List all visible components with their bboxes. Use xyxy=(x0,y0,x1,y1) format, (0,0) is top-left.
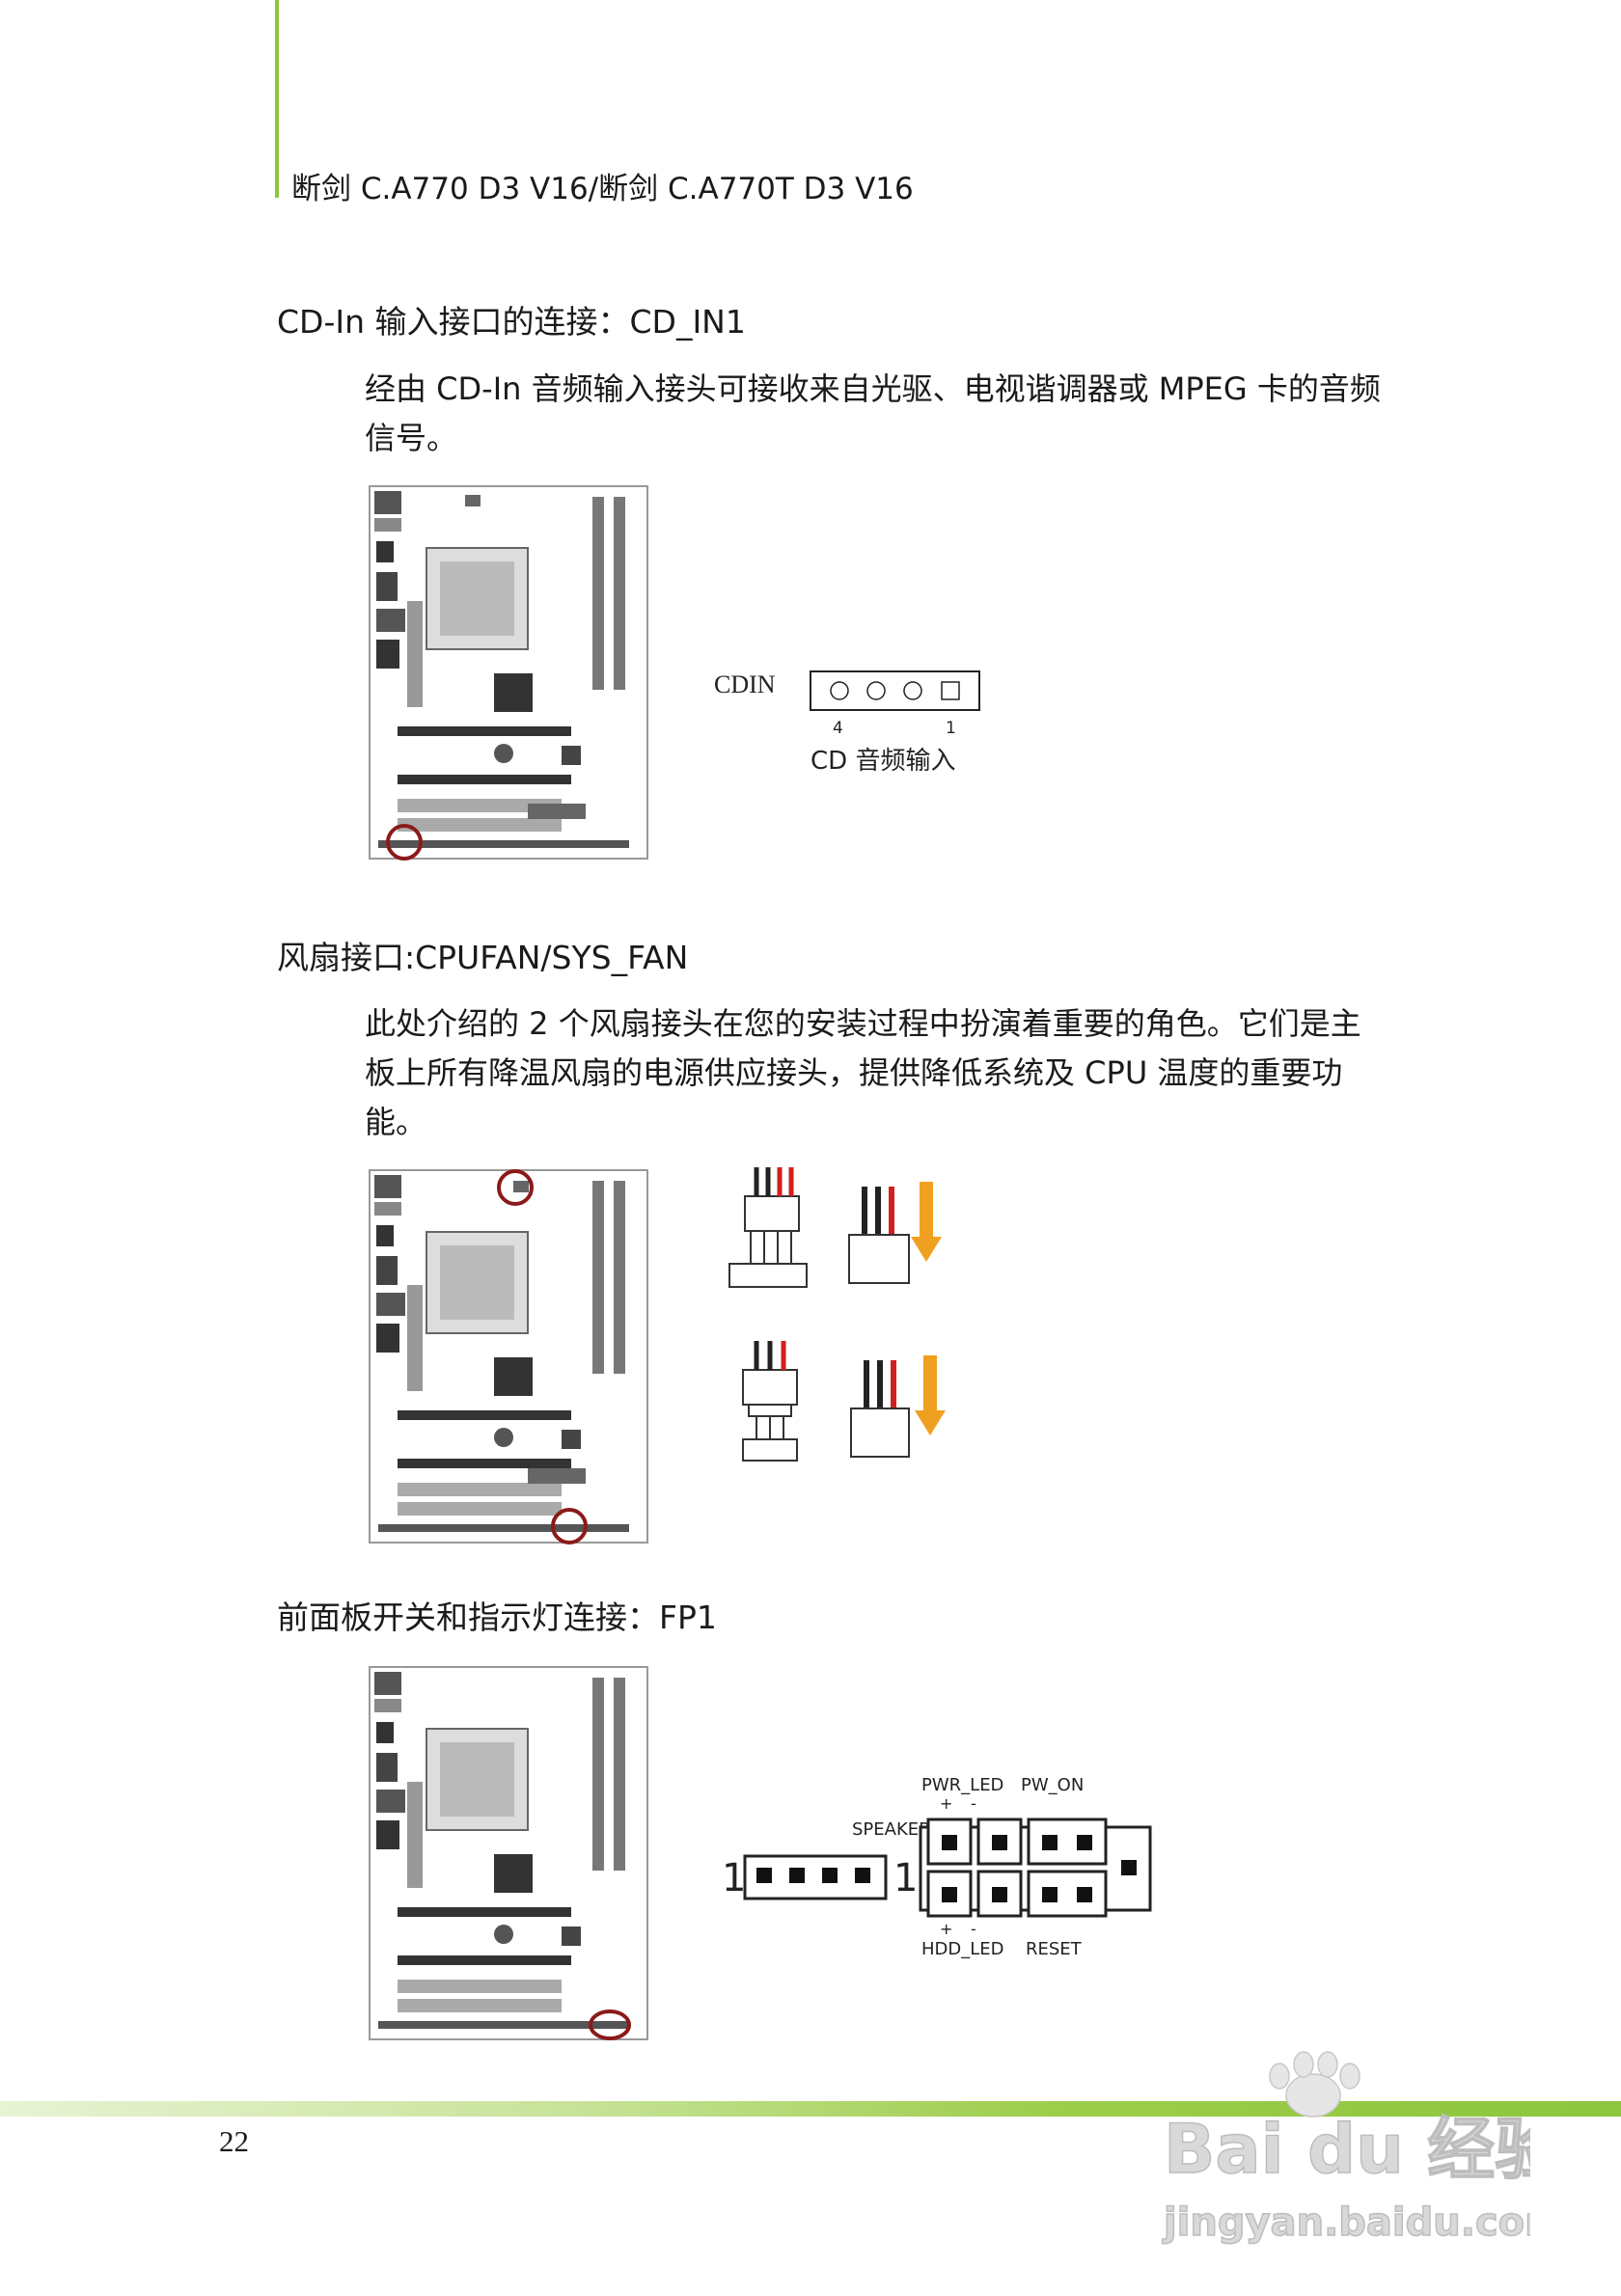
baidu-watermark-logo: Bai du 经验 jingyan.baidu.com xyxy=(1161,2051,1530,2246)
fp1-location-circle xyxy=(589,2009,631,2040)
hdd-led-label: HDD_LED xyxy=(921,1939,1004,1959)
pw-on-label: PW_ON xyxy=(1021,1775,1084,1795)
motherboard-diagram-cdin xyxy=(369,485,648,861)
cdin-line-1: 经由 CD-In 音频输入接头可接收来自光驱、电视谐调器或 MPEG 卡的音频 xyxy=(365,370,1381,407)
fan-3pin-plugged-icon-2 xyxy=(850,1355,946,1458)
motherboard-diagram-fan xyxy=(369,1169,648,1545)
fan-3pin-connector-icon xyxy=(742,1341,798,1462)
page-number: 22 xyxy=(219,2124,249,2158)
cdin-caption: CD 音频输入 xyxy=(810,747,955,776)
header-accent-bar xyxy=(275,0,279,198)
pin-4-icon xyxy=(830,681,849,700)
fp1-pin-diagram: SPEAKER PWR_LED PW_ON + - 1 1 + - HDD_LE… xyxy=(722,1775,1152,1959)
speaker-label: SPEAKER xyxy=(852,1819,931,1840)
pin-3-icon xyxy=(866,681,886,700)
cdin-line-2: 信号。 xyxy=(365,420,458,456)
cdin-connector-diagram: CDIN 4 1 CD 音频输入 xyxy=(714,670,980,776)
fan-heading: 风扇接口:CPUFAN/SYS_FAN xyxy=(277,939,689,976)
page-header-title: 断剑 C.A770 D3 V16/断剑 C.A770T D3 V16 xyxy=(291,172,914,206)
fan-line-1: 此处介绍的 2 个风扇接头在您的安装过程中扮演着重要的角色。它们是主 xyxy=(365,1005,1361,1042)
cdin-heading: CD-In 输入接口的连接：CD_IN1 xyxy=(277,303,746,341)
watermark-url: jingyan.baidu.com xyxy=(1162,2200,1530,2245)
motherboard-diagram-fp1 xyxy=(369,1666,648,2042)
fp1-pin1-label: 1 xyxy=(893,1856,918,1900)
cdin-pin-1-label: 1 xyxy=(946,719,956,738)
fan-line-3: 能。 xyxy=(365,1104,427,1140)
fan-line-2: 板上所有降温风扇的电源供应接头，提供降低系统及 CPU 温度的重要功 xyxy=(365,1054,1343,1091)
down-arrow-icon-2 xyxy=(915,1410,946,1435)
pwr-led-plus: + xyxy=(940,1794,952,1813)
reset-label: RESET xyxy=(1026,1939,1083,1959)
pin-2-icon xyxy=(903,681,922,700)
fan-3pin-plugged-icon xyxy=(848,1182,942,1284)
fan-4pin-connector-icon xyxy=(728,1167,808,1288)
pwr-led-label: PWR_LED xyxy=(921,1775,1003,1795)
watermark-brand: Bai du 经验 xyxy=(1164,2110,1530,2189)
hdd-led-minus: - xyxy=(971,1920,976,1938)
footer-green-line xyxy=(0,2101,1621,2117)
cdin-pin-4-label: 4 xyxy=(833,719,843,738)
down-arrow-icon xyxy=(911,1237,942,1262)
sysfan-location-circle xyxy=(551,1508,588,1544)
speaker-pin1-label: 1 xyxy=(722,1856,746,1900)
pin-1-icon xyxy=(941,681,960,700)
fan-connector-illustrations xyxy=(728,1167,946,1462)
fan-paragraph: 此处介绍的 2 个风扇接头在您的安装过程中扮演着重要的角色。它们是主 板上所有降… xyxy=(365,999,1426,1147)
cdin-paragraph: 经由 CD-In 音频输入接头可接收来自光驱、电视谐调器或 MPEG 卡的音频 … xyxy=(365,365,1426,463)
cdin-label: CDIN xyxy=(714,670,776,698)
cpufan-location-circle xyxy=(497,1169,534,1206)
fp1-heading: 前面板开关和指示灯连接：FP1 xyxy=(277,1599,717,1636)
pwr-led-minus: - xyxy=(971,1794,976,1813)
paw-print-icon xyxy=(1269,2051,1360,2118)
cdin-location-circle xyxy=(386,824,423,861)
hdd-led-plus: + xyxy=(940,1920,952,1938)
